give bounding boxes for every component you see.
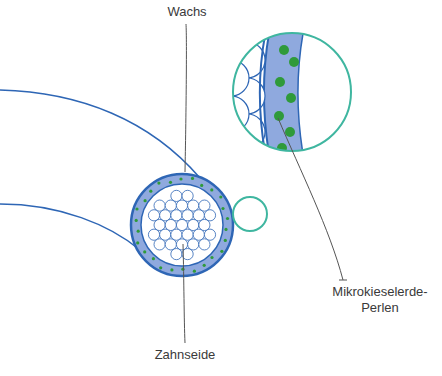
floss-edge [0, 204, 140, 250]
floss-core [141, 184, 223, 266]
silica-bead [221, 207, 224, 210]
fiber [160, 210, 171, 221]
fiber [199, 200, 210, 211]
fiber [204, 229, 215, 240]
fiber [165, 219, 176, 230]
silica-bead [157, 182, 160, 185]
fiber [182, 210, 193, 221]
silica-bead [203, 264, 206, 267]
fiber [193, 229, 204, 240]
silica-bead [200, 184, 203, 187]
fiber [188, 219, 199, 230]
fiber [199, 239, 210, 250]
fiber [204, 210, 215, 221]
leader-line [183, 244, 185, 343]
silica-bead [210, 188, 213, 191]
silica-bead [136, 241, 139, 244]
leader-tick [339, 280, 347, 281]
silica-bead [159, 266, 162, 269]
fibers [148, 190, 215, 259]
fiber [182, 229, 193, 240]
fiber [171, 249, 182, 260]
silica-bead [191, 177, 194, 180]
fiber [148, 229, 159, 240]
fiber [176, 219, 187, 230]
fiber [165, 239, 176, 250]
silica-bead [170, 268, 173, 271]
silica-label: Mikrokieselerde- Perlen [322, 284, 438, 316]
silica-bead [143, 250, 146, 253]
fiber [165, 200, 176, 211]
silica-bead [210, 256, 213, 259]
fiber [171, 210, 182, 221]
fiber [171, 229, 182, 240]
fiber [154, 200, 165, 211]
leader-line [278, 118, 343, 280]
silica-bead [152, 257, 155, 260]
silica-bead [169, 181, 172, 184]
fiber [188, 200, 199, 211]
silica-bead [179, 177, 182, 180]
silica-bead [219, 195, 222, 198]
silica-bead [135, 207, 138, 210]
silica-bead [220, 250, 223, 253]
fiber [193, 210, 204, 221]
silica-beads [135, 177, 230, 273]
wax-label: Wachs [156, 4, 218, 20]
fiber [176, 239, 187, 250]
zoom-circle [233, 33, 351, 151]
fiber [154, 219, 165, 230]
fiber [171, 190, 182, 201]
silica-bead [135, 219, 138, 222]
zoom-marker [233, 197, 267, 231]
fiber [154, 239, 165, 250]
silica-bead [193, 270, 196, 273]
fiber [176, 200, 187, 211]
floss-label: Zahnseide [140, 347, 230, 363]
fiber [199, 219, 210, 230]
wax-ring [131, 174, 233, 276]
silica-bead [226, 217, 229, 220]
silica-bead [144, 199, 147, 202]
fiber [188, 239, 199, 250]
silica-bead [149, 190, 152, 193]
fiber [148, 210, 159, 221]
silica-bead [137, 230, 140, 233]
silica-bead [224, 239, 227, 242]
leader-line [185, 24, 186, 172]
silica-bead [224, 228, 227, 231]
floss-edge [0, 90, 200, 178]
fiber [182, 190, 193, 201]
fiber [160, 229, 171, 240]
